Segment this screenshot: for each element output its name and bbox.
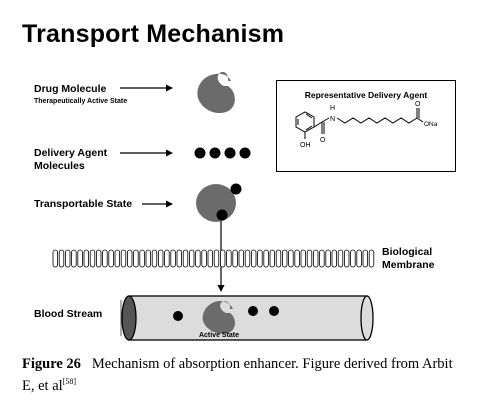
transportable-state-label: Transportable State xyxy=(34,198,133,210)
caption-text: Mechanism of absorption enhancer. Figure… xyxy=(22,356,453,394)
membrane-unit xyxy=(281,249,288,268)
membrane-unit xyxy=(58,249,65,268)
membrane-unit xyxy=(182,249,189,268)
membrane-unit xyxy=(275,249,282,268)
agent-dot-2 xyxy=(209,147,221,159)
membrane-unit xyxy=(127,249,133,268)
membrane-unit xyxy=(288,249,294,268)
membrane-unit xyxy=(145,249,151,268)
atom-oh: OH xyxy=(300,142,311,149)
membrane-unit xyxy=(170,249,176,268)
membrane-unit xyxy=(269,249,275,268)
membrane-unit xyxy=(139,249,145,268)
membrane-unit xyxy=(337,249,344,268)
atom-n: N xyxy=(330,116,335,123)
membrane-unit xyxy=(312,249,319,268)
membrane-unit xyxy=(238,249,244,268)
page-title: Transport Mechanism xyxy=(22,20,285,48)
membrane-unit xyxy=(164,249,170,268)
membrane-unit xyxy=(83,249,89,268)
agent-dot-1 xyxy=(194,147,206,159)
delivery-agent-label-line2: Molecules xyxy=(34,160,85,172)
membrane-unit xyxy=(325,249,331,268)
membrane-unit xyxy=(151,249,158,268)
biological-membrane xyxy=(52,249,375,268)
membrane-unit xyxy=(102,249,108,268)
membrane-unit xyxy=(120,249,127,268)
membrane-unit xyxy=(300,249,306,268)
figure-caption: Figure 26 Mechanism of absorption enhanc… xyxy=(22,353,462,397)
chemical-structure xyxy=(295,108,424,139)
membrane-unit xyxy=(350,249,356,268)
membrane-unit xyxy=(52,249,58,268)
delivery-agent-box: Representative Delivery Agent xyxy=(276,80,456,172)
membrane-unit xyxy=(89,249,96,268)
figure-number: Figure 26 xyxy=(22,356,81,372)
membrane-unit xyxy=(77,249,83,268)
membrane-unit xyxy=(65,249,71,268)
membrane-unit xyxy=(343,249,350,268)
membrane-unit xyxy=(306,249,313,268)
membrane-unit xyxy=(257,249,263,268)
drug-molecule-label: Drug Molecule xyxy=(34,83,107,95)
membrane-unit xyxy=(201,249,207,268)
atom-o-acid: O xyxy=(415,101,421,108)
membrane-unit xyxy=(244,249,251,268)
agent-dot-3 xyxy=(224,147,236,159)
membrane-unit xyxy=(219,249,226,268)
blood-stream-tube xyxy=(120,295,374,341)
caption-reference: [58] xyxy=(62,377,76,387)
active-state-drug xyxy=(202,301,236,334)
delivery-agent-label-line1: Delivery Agent xyxy=(34,147,108,159)
delivery-agent-box-title: Representative Delivery Agent xyxy=(304,90,428,100)
atom-ona: ONa xyxy=(424,121,438,128)
membrane-unit xyxy=(356,249,362,268)
membrane-unit xyxy=(294,249,300,268)
membrane-unit xyxy=(157,249,164,268)
free-agent-dot-2 xyxy=(248,306,258,316)
membrane-unit xyxy=(195,249,201,268)
membrane-unit xyxy=(331,249,337,268)
membrane-unit xyxy=(114,249,120,268)
drug-molecule-sublabel: Therapeutically Active State xyxy=(34,98,128,105)
membrane-unit xyxy=(226,249,232,268)
blood-stream-label: Blood Stream xyxy=(34,308,103,320)
membrane-unit xyxy=(71,249,77,268)
membrane-unit xyxy=(188,249,195,268)
membrane-unit xyxy=(213,249,220,268)
membrane-unit xyxy=(96,249,102,268)
membrane-unit xyxy=(232,249,238,268)
membrane-label-line1: Biological xyxy=(382,246,433,258)
membrane-label-line2: Membrane xyxy=(382,259,435,271)
agent-dot-4 xyxy=(239,147,251,159)
membrane-unit xyxy=(319,249,325,268)
free-agent-dot-3 xyxy=(269,306,279,316)
atom-o-amide: O xyxy=(320,137,326,144)
membrane-unit xyxy=(108,249,114,268)
membrane-unit xyxy=(362,249,368,268)
active-state-label: Active State xyxy=(199,332,239,339)
membrane-unit xyxy=(263,249,269,268)
membrane-unit xyxy=(133,249,139,268)
free-agent-dot-1 xyxy=(173,311,183,321)
atom-h: H xyxy=(330,105,335,112)
drug-molecule-shape xyxy=(197,71,235,114)
membrane-unit xyxy=(250,249,257,268)
membrane-unit xyxy=(368,249,375,268)
membrane-unit xyxy=(176,249,182,268)
transportable-complex xyxy=(196,183,242,222)
membrane-unit xyxy=(207,249,213,268)
